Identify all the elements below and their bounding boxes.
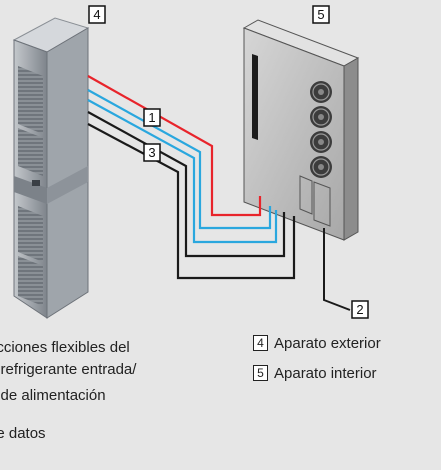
outdoor-unit — [12, 17, 90, 319]
legend-item-indoor: 5 Aparato interior — [253, 363, 381, 393]
callout-2: 2 — [351, 300, 369, 319]
legend-label-indoor: Aparato interior — [274, 365, 377, 382]
indoor-unit — [242, 19, 360, 241]
fan-icon-2 — [310, 106, 332, 128]
svg-text:3: 3 — [148, 145, 155, 160]
svg-text:1: 1 — [148, 110, 155, 125]
callout-3: 3 — [143, 143, 161, 162]
fan-icon-4 — [310, 156, 332, 178]
legend-item-3: de datos — [0, 425, 46, 442]
legend-item-outdoor: 4 Aparato exterior — [253, 333, 381, 363]
fan-icon-1 — [310, 81, 332, 103]
supply-line — [87, 75, 262, 217]
callout-1: 1 — [143, 108, 161, 127]
legend-item-2: e de alimentación — [0, 387, 106, 404]
return-line — [87, 89, 272, 230]
callout-5: 5 — [312, 5, 330, 24]
cable-to-2 — [323, 228, 351, 311]
legend-left: ucciones flexibles del o refrigerante en… — [0, 337, 198, 449]
svg-text:5: 5 — [317, 7, 324, 22]
fan-icon-3 — [310, 131, 332, 153]
legend-key-5: 5 — [253, 365, 268, 381]
legend-key-4: 4 — [253, 335, 268, 351]
callout-4: 4 — [88, 5, 106, 24]
legend-label-outdoor: Aparato exterior — [274, 335, 381, 352]
svg-text:2: 2 — [356, 302, 363, 317]
svg-text:4: 4 — [93, 7, 100, 22]
legend-item-1: ucciones flexibles del o refrigerante en… — [0, 339, 137, 378]
legend-right: 4 Aparato exterior 5 Aparato interior — [253, 333, 381, 393]
return-line-2 — [87, 99, 278, 244]
